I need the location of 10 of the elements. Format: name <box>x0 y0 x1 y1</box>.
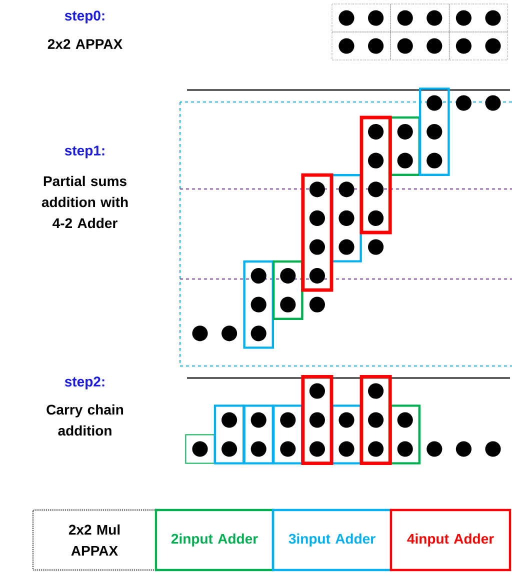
step-description: Carry chain addition <box>46 404 124 436</box>
legend-box: 2x2 Mul APPAX <box>32 510 156 570</box>
step-heading: step2: <box>64 376 104 390</box>
legend-box: 3input Adder <box>272 508 392 572</box>
step-heading: step1: <box>64 146 104 158</box>
step-description: Partial sums addition with 4-2 Adder <box>42 176 128 228</box>
legend-box: 2input Adder <box>154 508 274 572</box>
step-description: 2x2 APPAX <box>48 39 122 49</box>
step-heading: step0: <box>64 10 104 24</box>
legend-box: 4input Adder <box>390 508 512 572</box>
